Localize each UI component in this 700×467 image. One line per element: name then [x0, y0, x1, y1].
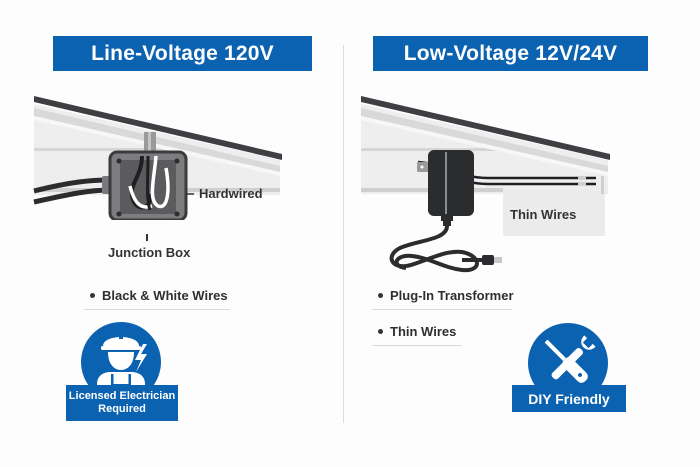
- panel-divider: [343, 45, 344, 423]
- licensed-electrician-badge: Licensed Electrician Required: [66, 385, 178, 421]
- bullet-dot-icon: [378, 293, 383, 299]
- right-title: Low-Voltage 12V/24V: [403, 41, 618, 65]
- thin-wires-callout: Thin Wires: [510, 207, 577, 222]
- left-bullet-item: Black & White Wires: [84, 288, 230, 310]
- house-eave-junction-box-illustration: [33, 96, 282, 220]
- right-bullet-item: Thin Wires: [372, 324, 462, 346]
- wrench-screwdriver-icon: [528, 323, 608, 403]
- house-eave-transformer-illustration: [361, 96, 610, 273]
- junction-box-leader-line: [146, 234, 148, 241]
- left-title-banner: Line-Voltage 120V: [53, 36, 312, 71]
- bullet-dot-icon: [378, 329, 383, 335]
- junction-box-callout: Junction Box: [108, 245, 191, 260]
- right-bullet-item: Plug-In Transformer: [372, 288, 514, 310]
- hardwired-callout: Hardwired: [199, 186, 263, 201]
- diy-friendly-badge: DIY Friendly: [512, 385, 626, 412]
- left-title: Line-Voltage 120V: [91, 41, 274, 65]
- bullet-dot-icon: [90, 293, 95, 299]
- right-title-banner: Low-Voltage 12V/24V: [373, 36, 648, 71]
